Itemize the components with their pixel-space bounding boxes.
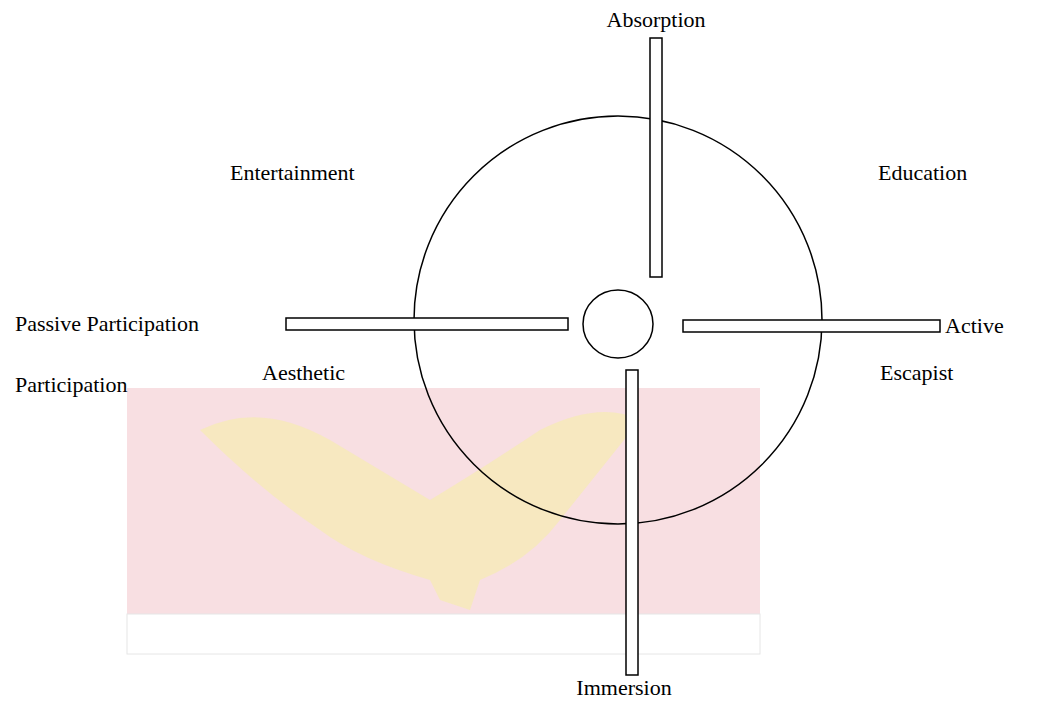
axis-label: Absorption	[607, 8, 706, 32]
axis-bar	[650, 38, 662, 277]
axis-label: Participation	[15, 373, 127, 397]
axis-label: Passive Participation	[15, 312, 199, 336]
axis-label: Immersion	[576, 676, 671, 700]
inner-circle	[583, 290, 653, 358]
axis-label: Entertainment	[230, 161, 355, 185]
axis-bar	[626, 370, 638, 675]
axis-label: Aesthetic	[262, 361, 345, 385]
axis-label: Education	[878, 161, 967, 185]
axis-bar	[683, 320, 940, 332]
axis-label: Active	[945, 314, 1004, 338]
axis-label: Escapist	[880, 361, 953, 385]
watermark-band	[127, 614, 760, 654]
watermark-band	[127, 388, 760, 614]
axis-bar	[286, 318, 568, 330]
watermark-eagle	[200, 412, 640, 610]
